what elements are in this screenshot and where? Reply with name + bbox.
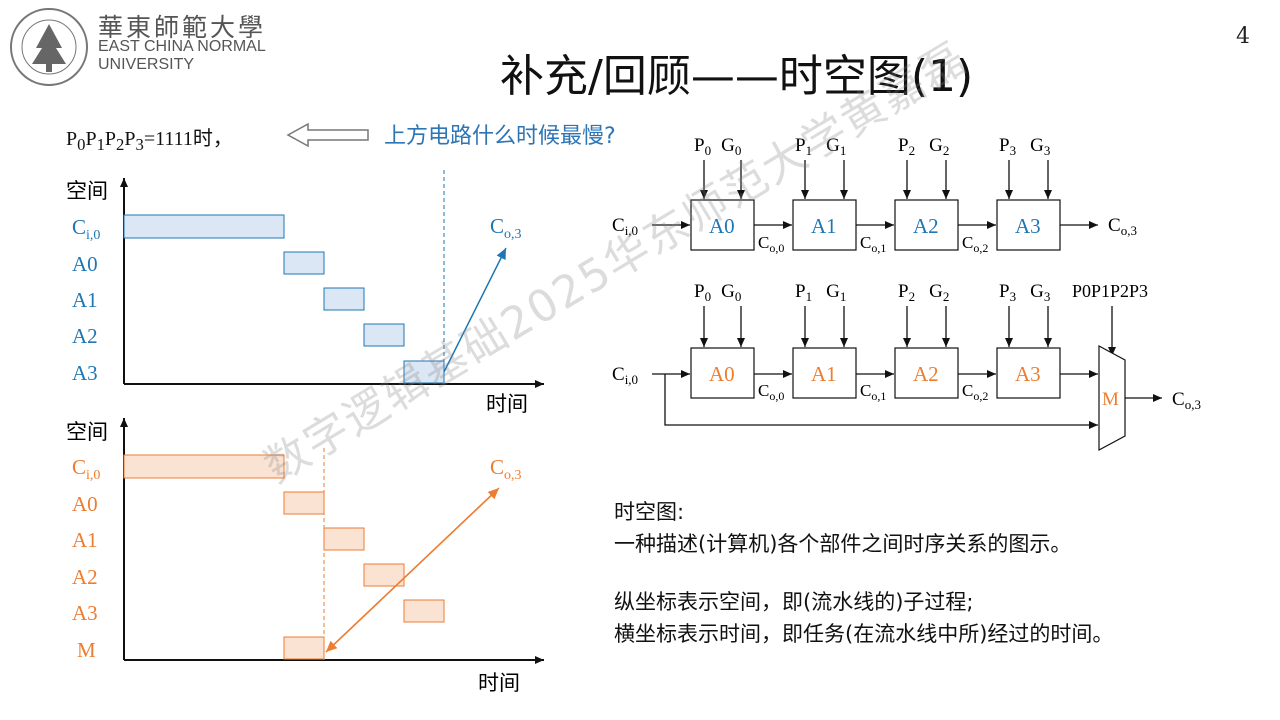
top-carry-co1-label: Co,1: [860, 233, 886, 255]
bottom-block-a2-label: A2: [913, 362, 939, 386]
bottom-y-axis-label: 空间: [66, 420, 108, 444]
top-row-label-a0: A0: [72, 252, 98, 276]
cond-p2: P: [104, 128, 117, 150]
university-seal-logo: [10, 8, 88, 86]
mux-select-label: P0P1P2P3: [1072, 281, 1148, 301]
top-bar-cin: [123, 214, 285, 239]
top-x-axis-label: 时间: [486, 392, 528, 416]
bottom-carry-co2-label: Co,2: [962, 381, 988, 403]
top-block-a0-label: A0: [709, 214, 735, 238]
bottom-bar-a1: [323, 527, 365, 551]
bottom-carry-co0-label: Co,0: [758, 381, 784, 403]
top-block-a1-label: A1: [811, 214, 837, 238]
description-heading: 时空图:: [614, 500, 685, 524]
top-y-axis-label: 空间: [66, 179, 108, 203]
top-bar-a1: [323, 287, 365, 311]
description-y-axis-meaning: 纵坐标表示空间，即(流水线的)子过程;: [614, 590, 974, 614]
bottom-carry-co1-label: Co,1: [860, 381, 886, 403]
top-block-a2: [894, 199, 959, 251]
top-block-a0: [690, 199, 755, 251]
cond-p0: P: [66, 128, 78, 150]
top-block-a3-label: A3: [1015, 214, 1041, 238]
bottom-output-label: Co,3: [490, 455, 522, 483]
bottom-carry-out-label: Co,3: [1172, 389, 1201, 412]
mux-label: M: [1102, 389, 1119, 410]
bottom-row-label-a0: A0: [72, 492, 98, 516]
top-bar-a2: [363, 323, 405, 347]
slide-title: 补充/回顾——时空图(1): [500, 51, 974, 102]
cond-sub0: 0: [77, 135, 86, 154]
bottom-row-label-a3: A3: [72, 601, 98, 625]
bottom-block-a1-label: A1: [811, 362, 837, 386]
bottom-block-a0: [690, 347, 755, 399]
bottom-block-a1: [792, 347, 857, 399]
cond-sub3: 3: [135, 135, 144, 154]
hollow-left-arrow-icon: [286, 122, 369, 148]
bottom-bar-a0: [283, 491, 325, 515]
bottom-bar-a3: [403, 599, 445, 623]
top-bar-a0: [283, 251, 325, 275]
top-row-label-a2: A2: [72, 324, 98, 348]
bottom-row-label-a1: A1: [72, 528, 98, 552]
cond-sub1: 1: [96, 135, 105, 154]
bottom-carry-in-label: Ci,0: [612, 364, 638, 387]
bottom-x-axis-label: 时间: [478, 671, 520, 695]
top-block-a2-label: A2: [913, 214, 939, 238]
top-carry-co2-label: Co,2: [962, 233, 988, 255]
mux-shape: [1098, 344, 1126, 452]
top-block-a1: [792, 199, 857, 251]
page-number: 4: [1236, 24, 1250, 49]
bottom-space-time-chart: 空间 时间 Ci,0 A0 A1 A2 A3 M Co,3: [66, 418, 544, 695]
cond-sub2: 2: [116, 135, 125, 154]
bottom-bar-cin: [123, 454, 285, 479]
bottom-block-a3-label: A3: [1015, 362, 1041, 386]
bypass-path: [664, 374, 1098, 429]
top-carry-out-label: Co,3: [1108, 215, 1137, 238]
top-space-time-chart: 空间 时间 Ci,0 A0 A1 A2 A3 Co,3: [66, 170, 544, 416]
top-carry-in-label: Ci,0: [612, 215, 638, 238]
bottom-block-a0-label: A0: [709, 362, 735, 386]
top-output-label: Co,3: [490, 214, 522, 242]
bottom-bar-m: [283, 636, 325, 660]
bottom-output-arrow-to-co3: [325, 487, 500, 653]
question-text: 上方电路什么时候最慢?: [384, 124, 616, 149]
logo-english-name-line2: UNIVERSITY: [98, 56, 195, 73]
cond-p3: P: [124, 128, 136, 150]
bottom-row-label-a2: A2: [72, 565, 98, 589]
top-row-label-a1: A1: [72, 288, 98, 312]
top-output-arrow: [443, 247, 507, 373]
top-carry-co0-label: Co,0: [758, 233, 784, 255]
cond-value: =1111时，: [143, 128, 233, 150]
top-row-label-a3: A3: [72, 361, 98, 385]
bottom-block-a3: [996, 347, 1061, 399]
description-definition: 一种描述(计算机)各个部件之间时序关系的图示。: [614, 532, 1072, 556]
description-x-axis-meaning: 横坐标表示时间，即任务(在流水线中所)经过的时间。: [614, 622, 1114, 646]
logo-english-name-line1: EAST CHINA NORMAL: [98, 38, 266, 55]
cond-p1: P: [85, 128, 97, 150]
condition-text: P0P1P2P3=1111时，: [66, 122, 233, 155]
bottom-row-label-m: M: [77, 638, 96, 662]
bottom-block-a2: [894, 347, 959, 399]
logo-chinese-name: 華東師範大學: [98, 13, 267, 42]
bottom-row-label-cin: Ci,0: [72, 455, 100, 483]
bottom-bar-a2: [363, 563, 405, 587]
top-row-label-cin: Ci,0: [72, 215, 100, 243]
